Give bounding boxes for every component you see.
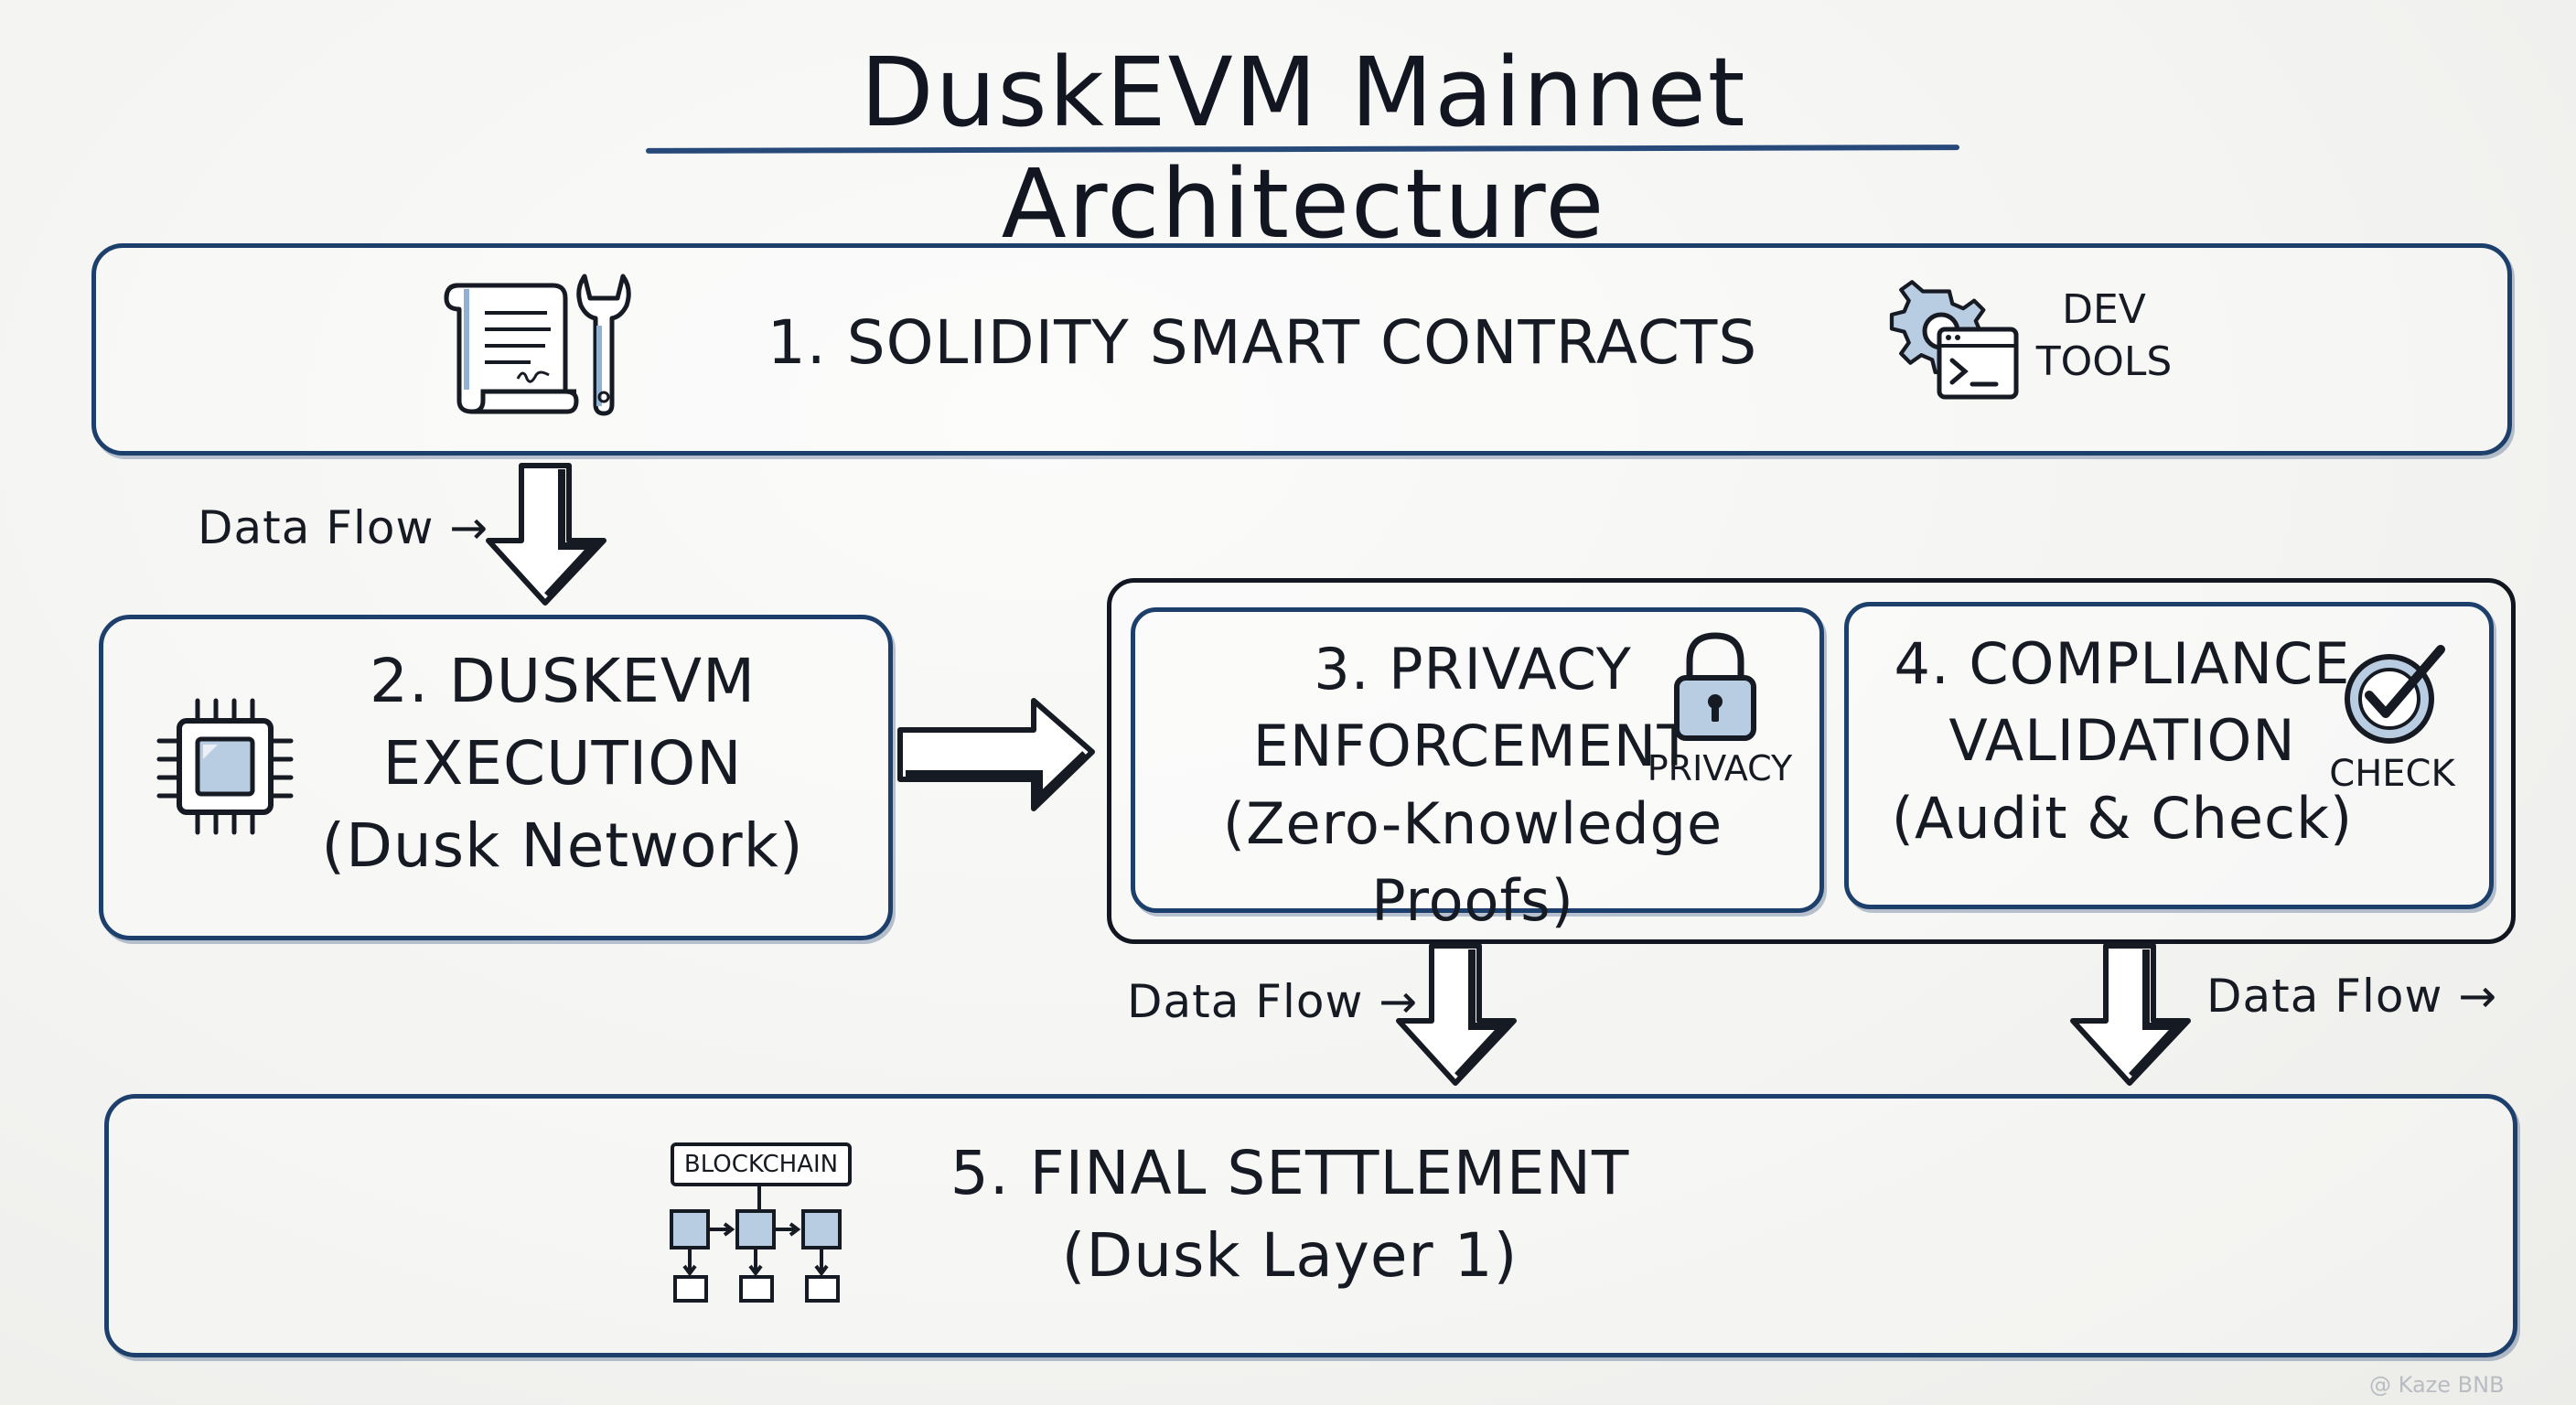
padlock-icon [1674,632,1756,741]
right-arrow [897,698,1095,811]
down-arrow-1 [486,463,606,606]
check-icon-label: CHECK [2329,753,2455,795]
contract-scroll-icon [444,283,579,414]
box-final-settlement [104,1094,2517,1357]
down-arrow-2 [1396,943,1517,1086]
box-compliance-validation [1844,602,2494,909]
smart-contracts-label: 1. SOLIDITY SMART CONTRACTS [767,307,1758,378]
blockchain-icon-label: BLOCKCHAIN [671,1142,852,1186]
privacy-icon-label: PRIVACY [1647,748,1793,788]
gear-terminal-icon [1889,280,2019,400]
data-flow-label-1: Data Flow → [198,501,489,554]
watermark: @ Kaze BNB [2369,1372,2505,1398]
page-title: DuskEVM Mainnet Architecture [860,37,1747,260]
compliance-validation-label: 4. COMPLIANCE VALIDATION (Audit & Check) [1891,630,2354,852]
final-settlement-label: 5. FINAL SETTLEMENT (Dusk Layer 1) [950,1138,1630,1291]
data-flow-label-3: Data Flow → [2206,970,2498,1023]
cpu-chip-icon [156,698,294,835]
privacy-compliance-group [1107,578,2516,944]
duskevm-execution-label: 2. DUSKEVM EXECUTION (Dusk Network) [321,646,804,881]
wrench-icon [576,273,631,416]
box-privacy-enforcement [1131,607,1824,913]
data-flow-label-2: Data Flow → [1127,975,1419,1028]
privacy-enforcement-label: 3. PRIVACY ENFORCEMENT (Zero-Knowledge P… [1222,636,1723,934]
dev-tools-label: DEV TOOLS [2035,286,2173,386]
down-arrow-3 [2070,943,2191,1086]
blockchain-blocks-icon [670,1185,842,1303]
check-badge-icon [2345,645,2445,744]
